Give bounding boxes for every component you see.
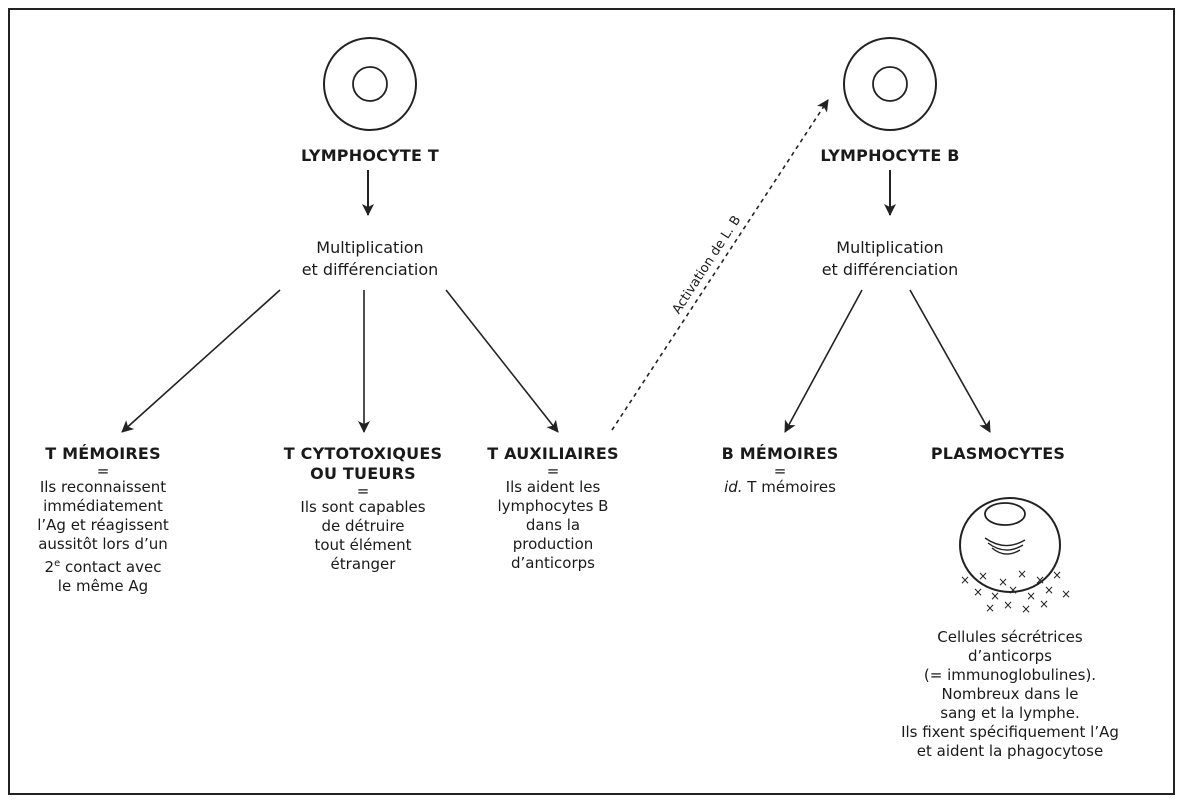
svg-text:×: ×	[1003, 598, 1013, 612]
t-auxiliaires-desc-line: dans la	[525, 516, 581, 534]
activation-dashed-arrow	[611, 99, 829, 431]
t-cytotoxiques-block: T CYTOTOXIQUES OU TUEURS = Ils sont capa…	[263, 444, 463, 574]
t-memoires-desc-line: 2e contact avec	[44, 558, 162, 576]
t-memoires-block: T MÉMOIRES = Ils reconnaissent immédiate…	[0, 444, 208, 596]
t-cytotoxiques-equals: =	[356, 482, 370, 500]
t-auxiliaires-desc: Ils aident les lymphocytes B dans la pro…	[463, 478, 643, 573]
svg-text:×: ×	[990, 589, 1000, 603]
svg-text:×: ×	[1021, 602, 1031, 616]
t-cytotoxiques-desc-line: de détruire	[321, 517, 405, 535]
lymphocyte-t-process-line2: et différenciation	[301, 260, 439, 279]
arrow-to-t-memoires	[121, 289, 281, 433]
t-cytotoxiques-desc: Ils sont capables de détruire tout éléme…	[263, 498, 463, 574]
t-auxiliaires-equals: =	[546, 462, 560, 480]
plasmocytes-desc-line: (= immunoglobulines).	[923, 666, 1097, 684]
t-memoires-desc: Ils reconnaissent immédiatement l’Ag et …	[0, 478, 208, 596]
lymphocyte-b-process-line2: et différenciation	[821, 260, 959, 279]
arrow-to-t-auxiliaires	[445, 289, 559, 433]
svg-text:×: ×	[998, 575, 1008, 589]
plasmocytes-title: PLASMOCYTES	[930, 444, 1066, 463]
t-auxiliaires-desc-line: d’anticorps	[511, 554, 595, 572]
t-auxiliaires-block: T AUXILIAIRES = Ils aident les lymphocyt…	[463, 444, 643, 573]
lymphocyte-b-process: Multiplication et différenciation	[822, 237, 959, 281]
arrow-to-plasmocytes	[909, 289, 991, 433]
svg-text:×: ×	[978, 569, 988, 583]
t-memoires-desc-line: aussitôt lors d’un	[38, 535, 168, 553]
t-memoires-desc-line: le même Ag	[57, 577, 149, 595]
t-memoires-desc-line: immédiatement	[43, 497, 163, 515]
t-memoires-desc-line: l’Ag et réagissent	[37, 516, 169, 534]
t-auxiliaires-desc-line: lymphocytes B	[497, 497, 609, 515]
plasmocytes-desc-line: Nombreux dans le	[941, 685, 1079, 703]
b-memoires-desc-italic: id.	[724, 478, 743, 496]
svg-text:×: ×	[973, 585, 983, 599]
t-cytotoxiques-title-line2: OU TUEURS	[310, 464, 416, 483]
t-memoires-title: T MÉMOIRES	[45, 444, 161, 463]
t-auxiliaires-desc-line: production	[512, 535, 594, 553]
plasmocytes-desc-line: d’anticorps	[968, 647, 1052, 665]
diagram-frame	[8, 8, 1175, 795]
svg-text:×: ×	[1026, 589, 1036, 603]
t-auxiliaires-title: T AUXILIAIRES	[487, 444, 619, 463]
b-memoires-equals: =	[773, 462, 787, 480]
plasmocyte-cell-icon	[959, 497, 1061, 593]
svg-text:×: ×	[1035, 573, 1045, 587]
plasmocytes-desc-line: et aident la phagocytose	[916, 742, 1104, 760]
b-memoires-desc: id. T mémoires	[690, 478, 870, 497]
t-memoires-equals: =	[96, 462, 110, 480]
lymphocyte-t-title: LYMPHOCYTE T	[301, 146, 439, 165]
plasmocytes-desc: Cellules sécrétrices d’anticorps (= immu…	[895, 628, 1125, 761]
svg-text:×: ×	[1039, 597, 1049, 611]
lymphocyte-b-process-line1: Multiplication	[836, 238, 944, 257]
lymphocyte-b-cell-icon	[843, 37, 937, 131]
svg-text:×: ×	[1044, 583, 1054, 597]
t-cytotoxiques-desc-line: Ils sont capables	[300, 498, 426, 516]
antibody-particles: × × × × × × × × × × × × × × × ×	[960, 567, 1071, 616]
svg-text:×: ×	[985, 601, 995, 615]
b-memoires-title: B MÉMOIRES	[721, 444, 839, 463]
svg-text:×: ×	[1008, 583, 1018, 597]
t-auxiliaires-desc-line: Ils aident les	[505, 478, 601, 496]
lymphocyte-t-process-line1: Multiplication	[316, 238, 424, 257]
b-memoires-desc-rest: T mémoires	[742, 478, 836, 496]
plasmocytes-desc-line: Cellules sécrétrices	[937, 628, 1083, 646]
svg-text:×: ×	[960, 573, 970, 587]
plasmocytes-desc-line: sang et la lymphe.	[940, 704, 1080, 722]
b-memoires-block: B MÉMOIRES = id. T mémoires	[690, 444, 870, 497]
plasmocytes-desc-line: Ils fixent spécifiquement l’Ag	[901, 723, 1119, 741]
t-cytotoxiques-desc-line: étranger	[330, 555, 396, 573]
lymphocyte-t-cell-icon	[323, 37, 417, 131]
t-memoires-desc-line: Ils reconnaissent	[39, 478, 167, 496]
arrow-to-b-memoires	[784, 289, 863, 433]
svg-text:×: ×	[1061, 587, 1071, 601]
svg-text:×: ×	[1052, 568, 1062, 582]
lymphocyte-t-process: Multiplication et différenciation	[302, 237, 439, 281]
lymphocyte-b-title: LYMPHOCYTE B	[820, 146, 960, 165]
t-cytotoxiques-title-line1: T CYTOTOXIQUES	[283, 444, 443, 463]
svg-text:×: ×	[1017, 567, 1027, 581]
t-cytotoxiques-desc-line: tout élément	[314, 536, 412, 554]
